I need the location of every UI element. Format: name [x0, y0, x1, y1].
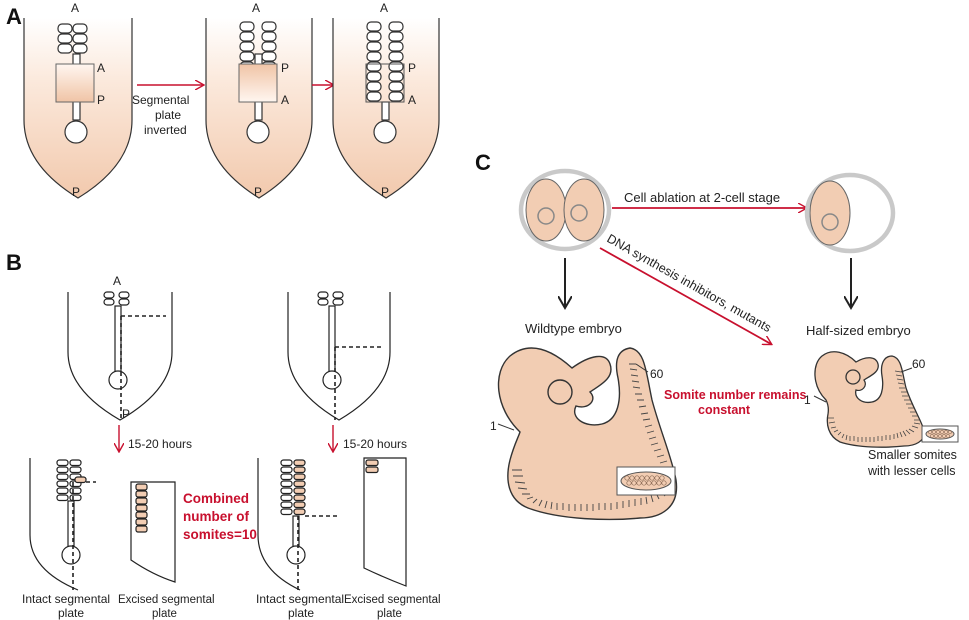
- wildtype-embryo: [497, 347, 678, 521]
- panel-a-label: A: [6, 4, 22, 29]
- tail1-anterior-label: A: [71, 1, 79, 15]
- b-left-excised-label-1: Excised segmental: [118, 594, 215, 606]
- b-right-excised-plate: [363, 457, 407, 587]
- halfsized-somite-1: 1: [804, 393, 811, 407]
- inhibitors-arrow: [599, 247, 771, 344]
- invert-label-line3: inverted: [144, 123, 187, 137]
- tail1-box-bottom-label: P: [97, 93, 105, 107]
- b-right-time-label: 15-20 hours: [343, 437, 407, 451]
- tail2-anterior-label: A: [252, 1, 260, 15]
- tail-diagram-2: [205, 18, 313, 199]
- smaller-somites-line2: with lesser cells: [867, 464, 956, 478]
- constant-label-line1: Somite number remains: [664, 388, 806, 402]
- b-left-intact-label-2: plate: [58, 606, 84, 620]
- tail1-posterior-label: P: [72, 185, 80, 199]
- tail3-box-top-label: P: [408, 61, 416, 75]
- tail3-posterior-label: P: [381, 185, 389, 199]
- combined-somites-line3: somites=10: [183, 527, 257, 542]
- wildtype-somite-60: 60: [650, 367, 664, 381]
- b-left-anterior-label: A: [113, 274, 121, 288]
- tail3-anterior-label: A: [380, 1, 388, 15]
- halfsized-label: Half-sized embryo: [806, 323, 911, 338]
- b-left-posterior-label: P: [122, 407, 130, 421]
- combined-somites-line1: Combined: [183, 491, 249, 506]
- ablated-embryo: [804, 172, 896, 254]
- b-right-intact-label-1: Intact segmental: [256, 592, 344, 606]
- b-right-intact-label-2: plate: [288, 606, 314, 620]
- inhibitors-label: DNA synthesis inhibitors, mutants: [605, 231, 774, 335]
- halfsized-embryo: [813, 351, 959, 448]
- panel-c-label: C: [475, 150, 491, 175]
- b-right-intact-plate: [257, 458, 337, 591]
- wildtype-label: Wildtype embryo: [525, 321, 622, 336]
- tail-diagram-1: [23, 18, 133, 199]
- b-left-excised-plate: [130, 481, 176, 583]
- b-left-intact-label-1: Intact segmental: [22, 592, 110, 606]
- tail2-box-top-label: P: [281, 61, 289, 75]
- tail3-box-bottom-label: A: [408, 93, 416, 107]
- invert-label-line1: Segmental: [132, 93, 189, 107]
- b-right-tail: [287, 291, 391, 421]
- panel-b-label: B: [6, 250, 22, 275]
- halfsized-somite-60: 60: [912, 357, 926, 371]
- b-left-time-label: 15-20 hours: [128, 437, 192, 451]
- tail-diagram-3: [332, 18, 440, 199]
- b-left-excised-label-2: plate: [152, 608, 177, 620]
- wildtype-somite-1: 1: [490, 419, 497, 433]
- ablation-label: Cell ablation at 2-cell stage: [624, 190, 780, 205]
- tail2-box-bottom-label: A: [281, 93, 289, 107]
- invert-label-line2: plate: [155, 108, 181, 122]
- smaller-somites-line1: Smaller somites: [868, 448, 957, 462]
- b-left-tail: [67, 291, 173, 421]
- constant-label-line2: constant: [698, 403, 751, 417]
- two-cell-embryo: [518, 168, 612, 252]
- b-right-excised-label-2: plate: [377, 608, 402, 620]
- tail2-posterior-label: P: [254, 185, 262, 199]
- tail1-box-top-label: A: [97, 61, 105, 75]
- combined-somites-line2: number of: [183, 509, 250, 524]
- b-left-intact-plate: [29, 458, 96, 591]
- b-right-excised-label-1: Excised segmental: [344, 594, 441, 606]
